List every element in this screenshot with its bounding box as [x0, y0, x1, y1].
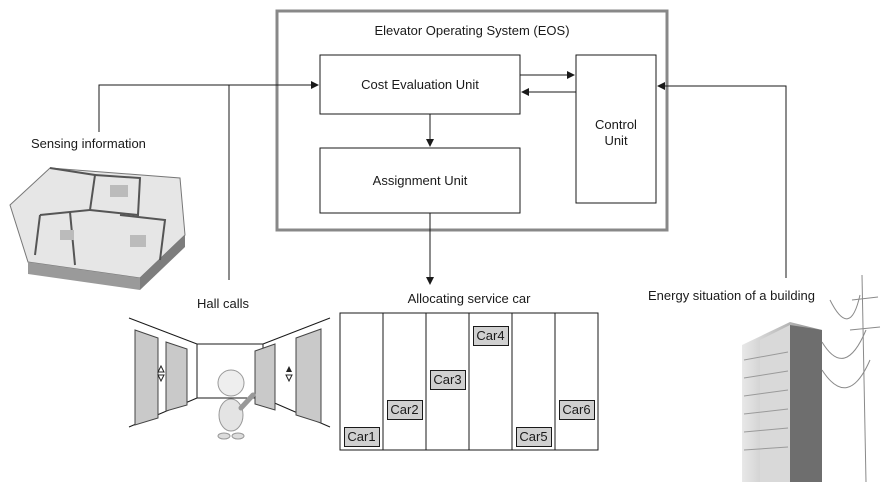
control-unit-label-line1: Control	[595, 117, 637, 132]
elevator-car-1: Car1	[343, 427, 380, 447]
assignment-unit-box	[319, 147, 521, 214]
elevator-car-6: Car6	[558, 399, 595, 420]
energy-situation-label: Energy situation of a building	[648, 288, 815, 303]
elevator-car-5: Car5	[515, 427, 552, 447]
hall-corridor-illustration	[128, 317, 331, 440]
elevator-car-2: Car2	[386, 399, 423, 420]
control-unit-box	[575, 54, 657, 204]
sensing-information-label: Sensing information	[31, 136, 146, 151]
elevator-car-4: Car4	[472, 326, 509, 346]
cost-evaluation-unit-box	[319, 54, 521, 115]
floor-plan-illustration	[9, 167, 186, 290]
elevator-car-3: Car3	[429, 370, 466, 391]
arrow-sensing-to-cost	[98, 81, 319, 132]
building-illustration	[742, 274, 881, 482]
eos-title: Elevator Operating System (EOS)	[374, 23, 570, 38]
arrow-energy-to-control	[657, 82, 787, 278]
hall-calls-label: Hall calls	[197, 296, 250, 311]
cost-evaluation-unit-label: Cost Evaluation Unit	[361, 77, 479, 92]
control-unit-label-line2: Unit	[604, 133, 628, 148]
assignment-unit-label: Assignment Unit	[372, 173, 468, 188]
eos-frame	[275, 9, 669, 232]
shaft-dividers	[382, 313, 556, 450]
allocating-service-car-label: Allocating service car	[407, 291, 531, 306]
